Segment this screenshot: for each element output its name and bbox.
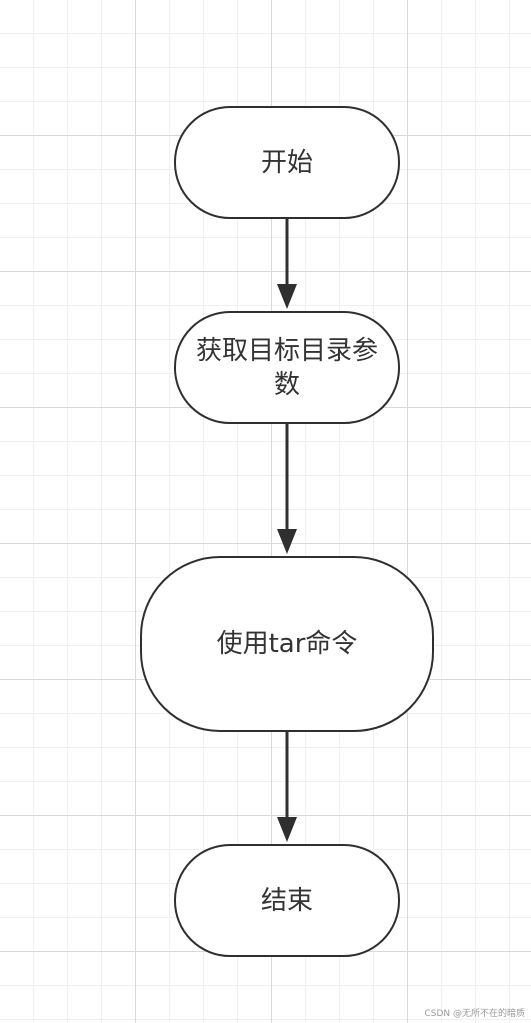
node-get-params[interactable]: 获取目标目录参数: [174, 311, 400, 424]
node-tar-command[interactable]: 使用tar命令: [140, 556, 434, 732]
node-tar-command-label: 使用tar命令: [216, 629, 358, 659]
edge-start-to-get-params: [277, 219, 297, 309]
edge-get-params-to-tar: [277, 424, 297, 554]
watermark: CSDN @无所不在的暗质: [424, 1009, 525, 1019]
arrowhead-icon: [277, 817, 297, 842]
arrowhead-icon: [277, 284, 297, 309]
node-start[interactable]: 开始: [174, 106, 400, 219]
node-get-params-label: 获取目标目录参数: [195, 335, 378, 400]
node-start-label: 开始: [260, 147, 313, 178]
node-end[interactable]: 结束: [174, 844, 400, 957]
node-end-label: 结束: [260, 885, 313, 916]
edge-tar-to-end: [277, 732, 297, 842]
arrowhead-icon: [277, 529, 297, 554]
